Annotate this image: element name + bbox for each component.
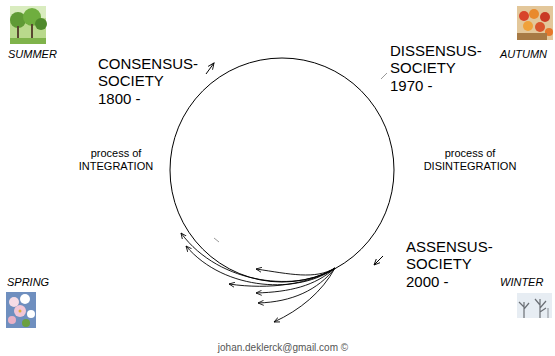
copyright-note: johan.deklerck@gmail.com © [218, 342, 348, 354]
winter-picture [517, 293, 552, 329]
tick-mark [381, 73, 387, 79]
society-label: CONSENSUS- SOCIETY 1800 - [98, 55, 200, 107]
direction-arrow [374, 256, 383, 265]
society-label: ASSENSUS- SOCIETY 2000 - [406, 238, 494, 290]
society-label: DISSENSUS- SOCIETY 1970 - [390, 42, 483, 94]
season-label: SPRING [7, 276, 49, 289]
tick-mark [214, 238, 219, 242]
autumn-picture [517, 6, 553, 40]
process-label: process of DISINTEGRATION [423, 147, 517, 172]
season-label: SUMMER [8, 48, 57, 61]
season-label: AUTUMN [500, 48, 547, 61]
direction-arrow [206, 63, 214, 74]
spring-picture [6, 292, 36, 328]
season-label: WINTER [500, 276, 543, 289]
summer-picture [10, 6, 47, 44]
process-label: process of INTEGRATION [78, 147, 154, 172]
cycle-circle [170, 58, 394, 282]
spiral-arrows [181, 233, 335, 322]
